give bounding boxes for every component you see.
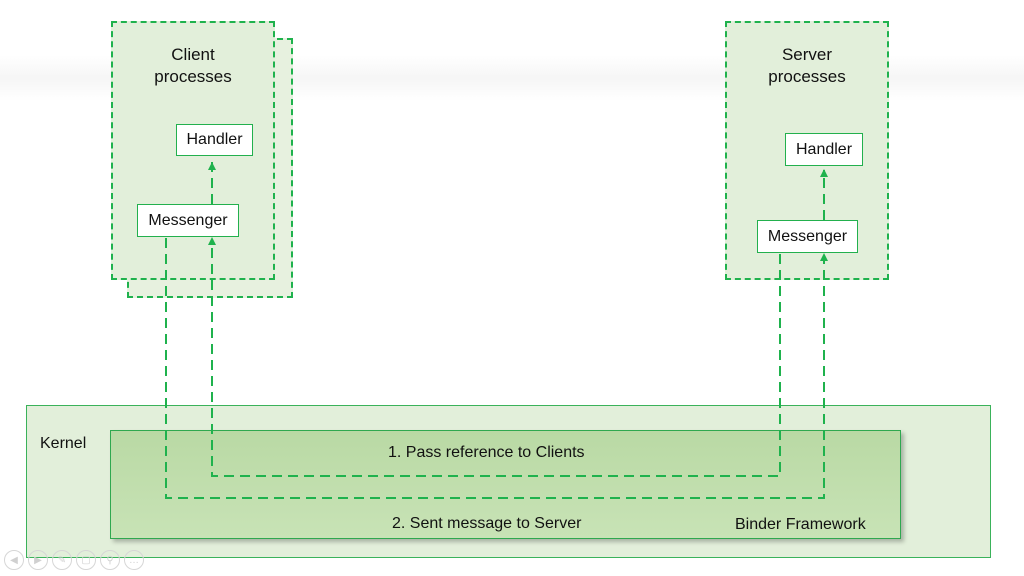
step1-label: 1. Pass reference to Clients <box>388 444 585 461</box>
pen-icon[interactable]: ✎ <box>52 550 72 570</box>
server-process-title: Server processes <box>727 44 887 88</box>
kernel-label: Kernel <box>40 435 87 452</box>
server-messenger: Messenger <box>757 220 858 253</box>
client-process-title: Client processes <box>113 44 273 88</box>
pass-reference-path <box>211 241 781 477</box>
server-messenger-arrowhead <box>820 253 828 261</box>
next-icon[interactable]: ▶ <box>28 550 48 570</box>
send-message-path <box>165 238 825 499</box>
client-messenger: Messenger <box>137 204 239 237</box>
slides-icon[interactable]: ▢ <box>76 550 96 570</box>
server-title-line2: processes <box>768 67 846 86</box>
client-title-line1: Client <box>171 45 215 64</box>
server-handler: Handler <box>785 133 863 166</box>
prev-icon[interactable]: ◀ <box>4 550 24 570</box>
server-title-line1: Server <box>781 45 833 64</box>
slideshow-controls: ◀ ▶ ✎ ▢ ⚲ … <box>4 550 144 570</box>
binder-framework-box <box>110 430 901 539</box>
zoom-icon[interactable]: ⚲ <box>100 550 120 570</box>
server-handler-arrowhead <box>820 169 828 177</box>
binder-framework-label: Binder Framework <box>735 516 866 533</box>
step2-label: 2. Sent message to Server <box>392 515 582 532</box>
more-icon[interactable]: … <box>124 550 144 570</box>
client-handler-arrowhead <box>208 162 216 170</box>
client-handler: Handler <box>176 124 253 156</box>
client-messenger-arrowhead <box>208 237 216 245</box>
client-title-line2: processes <box>154 67 232 86</box>
